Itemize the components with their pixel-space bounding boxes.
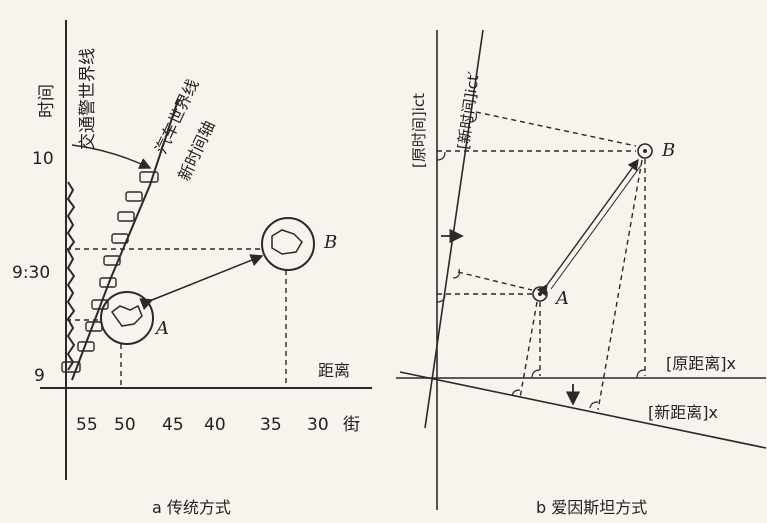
ab-interval-arrow-b-shadow — [550, 163, 643, 290]
event-a-sketch — [110, 304, 143, 327]
new-distance-axis-label: [新距离]x — [648, 403, 718, 422]
car-sketches — [61, 171, 159, 373]
event-a-label: A — [154, 318, 169, 339]
street-tick-45: 45 — [162, 415, 184, 435]
new-time-axis-label: [新时间]ict′ — [454, 70, 483, 151]
caption-a: a 传统方式 — [152, 498, 231, 517]
new-distance-axis — [399, 371, 767, 449]
ab-interval-arrow-b — [536, 158, 639, 297]
right-angle-marks — [436, 112, 646, 409]
car-worldline — [71, 99, 179, 381]
event-b-sketch — [271, 229, 303, 255]
b-new-time-proj — [475, 111, 637, 147]
panel-b: [原时间]ict [新时间]ict′ [原距离]x [新距离]x B A — [396, 29, 767, 517]
street-tick-30: 30 — [307, 415, 329, 435]
time-tick-9: 9 — [34, 366, 45, 386]
ab-interval-arrow — [139, 254, 264, 311]
street-tick-35: 35 — [260, 415, 282, 435]
street-tick-50: 50 — [114, 415, 136, 435]
orig-distance-axis-label: [原距离]x — [666, 354, 736, 373]
distance-label: 距离 — [318, 361, 350, 380]
street-tick-40: 40 — [204, 415, 226, 435]
orig-time-axis-label: [原时间]ict — [410, 93, 428, 168]
event-b-point — [637, 143, 653, 159]
street-tick-55: 55 — [76, 415, 98, 435]
event-b-marker — [261, 217, 315, 271]
event-b-label-b: B — [661, 140, 675, 161]
event-b-dot — [643, 149, 647, 153]
a-new-time-proj — [457, 271, 533, 291]
event-b-label: B — [323, 232, 337, 253]
event-a-label-b: A — [554, 288, 569, 309]
pointer-arrow — [71, 144, 152, 169]
cop-worldline-label: 交通警世界线 — [78, 48, 98, 150]
b-new-dist-proj — [597, 159, 643, 411]
panel-a: 10 9:30 9 55 50 45 40 35 30 街 距离 时间 交通警世… — [12, 20, 372, 517]
time-axis-label: 时间 — [37, 84, 57, 118]
street-label: 街 — [343, 415, 360, 435]
caption-b: b 爱因斯坦方式 — [536, 498, 647, 517]
a-new-dist-proj — [519, 301, 538, 399]
event-a-marker — [100, 291, 154, 345]
event-a-dot — [538, 292, 542, 296]
time-tick-10: 10 — [32, 149, 54, 169]
time-tick-930: 9:30 — [12, 263, 50, 283]
cop-worldline — [66, 181, 76, 371]
